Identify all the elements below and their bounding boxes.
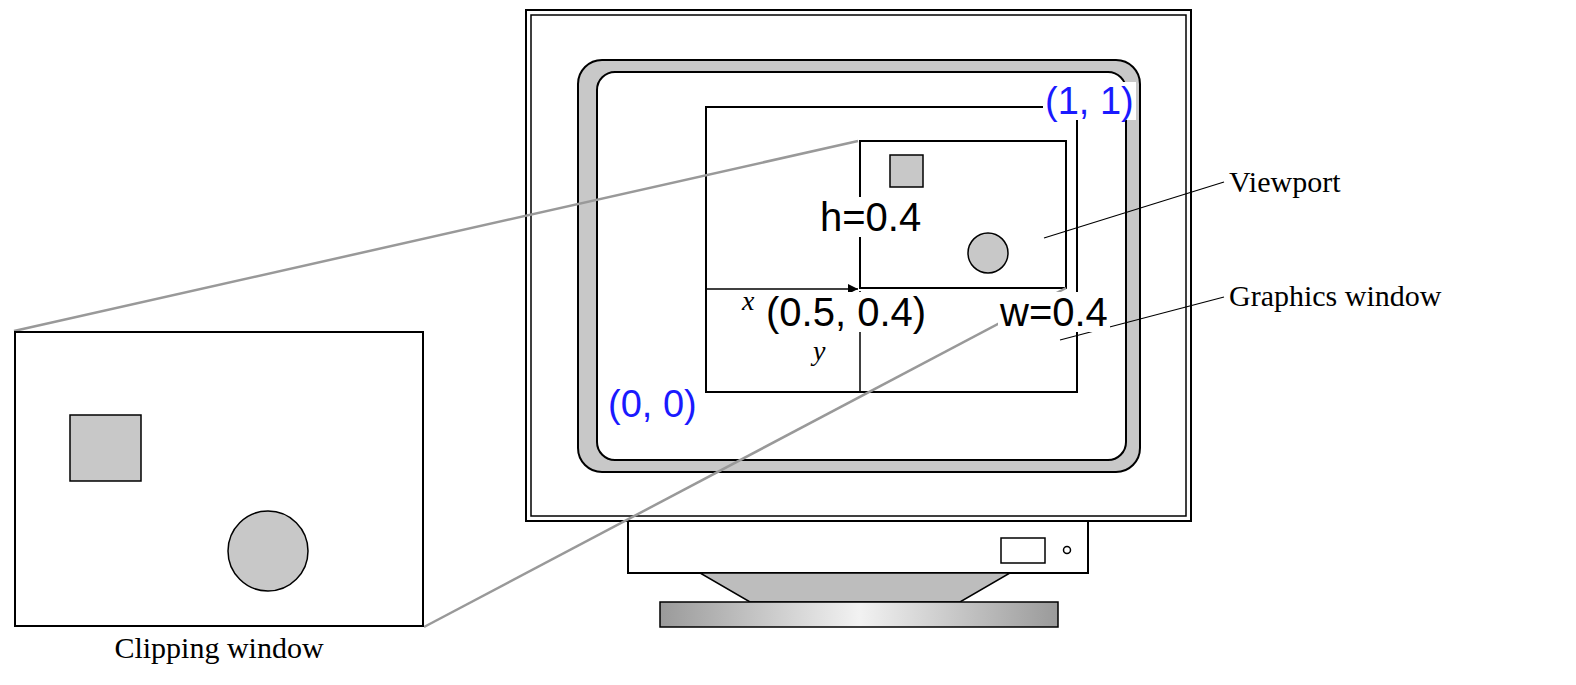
- monitor-frame-inner: [531, 15, 1186, 516]
- graphics-window: [706, 107, 1077, 392]
- width-dimension: w=0.4: [998, 292, 1110, 332]
- monitor-base: [660, 602, 1058, 627]
- axis-name: y: [813, 337, 825, 365]
- clipping-window: Clipping window: [14, 331, 424, 627]
- callout-label: Graphics window: [1229, 281, 1441, 311]
- power-button: [1001, 538, 1045, 563]
- height-dimension: h=0.4: [818, 197, 923, 237]
- monitor-frame: [526, 10, 1191, 521]
- viewport-square: [890, 155, 923, 187]
- callout-label: Viewport: [1229, 167, 1341, 197]
- leader-line: [1044, 182, 1224, 238]
- screen: [597, 72, 1126, 460]
- power-led: [1064, 547, 1071, 554]
- monitor-neck: [628, 521, 1088, 573]
- projection-line: [14, 141, 858, 331]
- x-axis: [706, 288, 858, 290]
- axis-name: x: [742, 287, 754, 315]
- monitor-bezel: [578, 60, 1140, 472]
- clip-circle: [228, 511, 308, 591]
- monitor-stand: [700, 573, 1010, 602]
- corner-coordinate: (0, 0): [606, 385, 699, 423]
- corner-coordinate: (1, 1): [1043, 82, 1136, 120]
- origin-coordinate: (0.5, 0.4): [764, 292, 928, 332]
- window-caption: Clipping window: [114, 633, 323, 663]
- clip-square: [70, 415, 141, 481]
- projection-line: [424, 288, 1066, 627]
- viewport-circle: [968, 233, 1008, 273]
